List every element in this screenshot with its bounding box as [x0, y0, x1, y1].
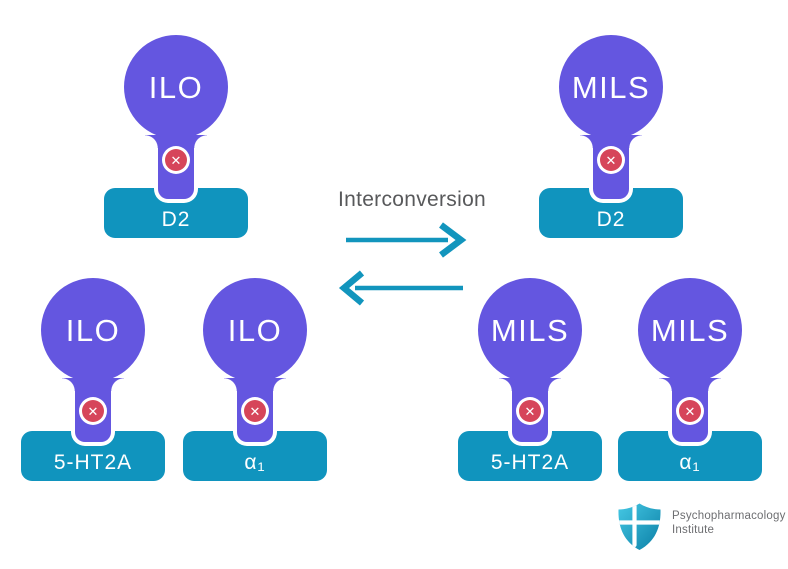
drug-label: ILO	[227, 312, 283, 348]
receptor-label: 5-HT2A	[53, 451, 133, 474]
receptor-label: 5-HT2A	[490, 451, 570, 474]
blocked-x-icon: ✕	[244, 400, 266, 422]
interconversion-label: Interconversion	[337, 188, 487, 211]
logo-text: Psychopharmacology Institute	[672, 503, 786, 537]
stem-fillet-right	[194, 135, 207, 148]
unit-ilo-5ht2a: ILO ✕ 5-HT2A	[13, 278, 173, 481]
drug-label: ILO	[148, 69, 204, 105]
logo-line1: Psychopharmacology	[672, 510, 786, 522]
unit-mils-d2: MILS ✕ D2	[531, 35, 691, 238]
stem-fillet-right	[111, 378, 124, 391]
unit-ilo-d2: ILO ✕ D2	[96, 35, 256, 238]
x-glyph: ✕	[605, 152, 617, 168]
logo-line2: Institute	[672, 524, 715, 536]
receptor-label: α₁	[679, 451, 701, 474]
stem-fillet-left	[499, 378, 512, 391]
blocked-x-icon: ✕	[519, 400, 541, 422]
x-glyph: ✕	[87, 403, 99, 419]
stem-fillet-right	[629, 135, 642, 148]
drug-label: ILO	[65, 312, 121, 348]
stem-fillet-left	[62, 378, 75, 391]
stem-fillet-left	[224, 378, 237, 391]
receptor-label: D2	[596, 208, 626, 231]
stem-fillet-right	[708, 378, 721, 391]
arrow-left-head	[338, 270, 365, 306]
drug-ball: ILO	[203, 278, 307, 382]
unit-ilo-alpha1: ILO ✕ α₁	[175, 278, 335, 481]
drug-ball: MILS	[559, 35, 663, 139]
drug-label: MILS	[650, 312, 730, 348]
stem-fillet-left	[145, 135, 158, 148]
drug-ball: MILS	[638, 278, 742, 382]
stem-fillet-right	[548, 378, 561, 391]
shield-cross-icon	[618, 503, 661, 550]
receptor-label: α₁	[244, 451, 266, 474]
psychopharmacology-institute-logo: Psychopharmacology Institute	[617, 503, 786, 551]
receptor-box: 5-HT2A	[21, 431, 165, 481]
drug-ball: MILS	[478, 278, 582, 382]
stem-fillet-left	[580, 135, 593, 148]
drug-ball: ILO	[41, 278, 145, 382]
stem-fillet-right	[273, 378, 286, 391]
interconversion-arrows-icon	[338, 222, 467, 306]
unit-mils-alpha1: MILS ✕ α₁	[610, 278, 770, 481]
blocked-x-icon: ✕	[82, 400, 104, 422]
stem-fillet-left	[659, 378, 672, 391]
x-glyph: ✕	[524, 403, 536, 419]
drug-ball: ILO	[124, 35, 228, 139]
x-glyph: ✕	[170, 152, 182, 168]
unit-mils-5ht2a: MILS ✕ 5-HT2A	[450, 278, 610, 481]
receptor-label: D2	[161, 208, 191, 231]
drug-label: MILS	[490, 312, 570, 348]
blocked-x-icon: ✕	[600, 149, 622, 171]
x-glyph: ✕	[249, 403, 261, 419]
arrow-right-head	[439, 222, 467, 258]
blocked-x-icon: ✕	[165, 149, 187, 171]
x-glyph: ✕	[684, 403, 696, 419]
blocked-x-icon: ✕	[679, 400, 701, 422]
drug-label: MILS	[571, 69, 651, 105]
